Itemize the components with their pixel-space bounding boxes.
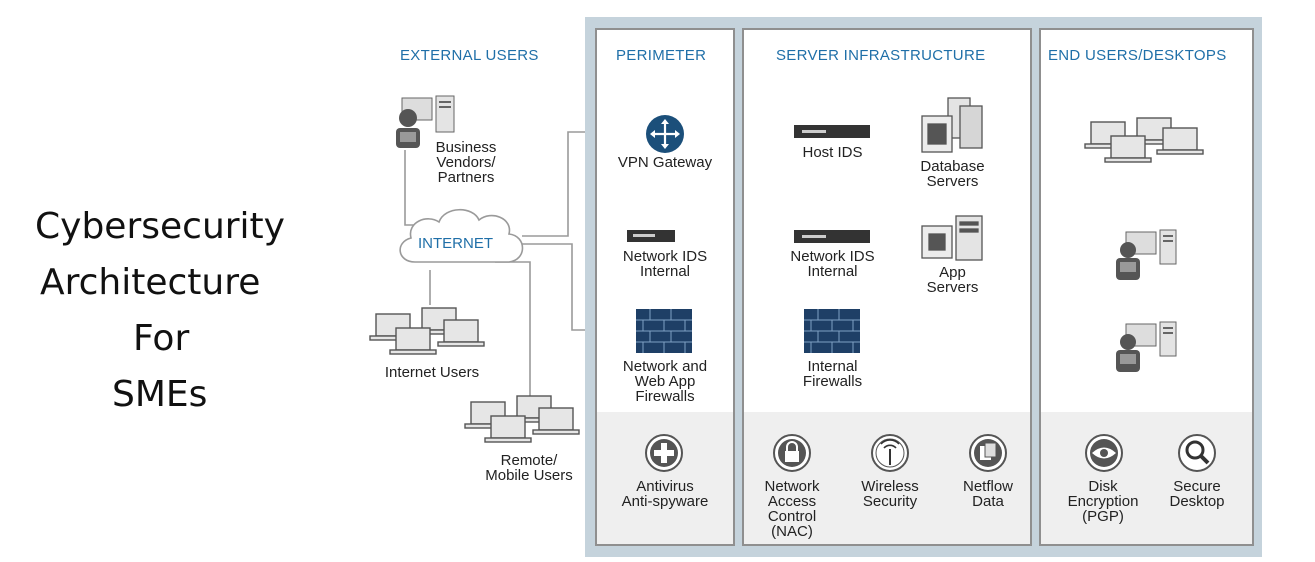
desktop-user-icon-2 (1116, 321, 1177, 372)
title-line-2: Architecture (40, 262, 261, 303)
netflow-data-icon (969, 434, 1007, 472)
remote-users-laptops-icon (464, 395, 580, 443)
internet-users-laptops-icon (369, 307, 485, 355)
antivirus-icon (645, 434, 683, 472)
nac-lock-icon (773, 434, 811, 472)
title-line-1: Cybersecurity (35, 206, 285, 247)
app-servers-icon (921, 215, 983, 261)
title-line-4: SMEs (112, 374, 208, 415)
header-perimeter: PERIMETER (616, 47, 707, 64)
desktops-group-icon (1084, 117, 1204, 163)
wireless-security-icon (871, 434, 909, 472)
secure-desktop-magnifier-icon (1178, 434, 1216, 472)
perimeter-firewall-icon (636, 309, 692, 353)
vpn-gateway-label: VPN Gateway (617, 154, 713, 171)
end-users-panel (1039, 28, 1254, 546)
perimeter-bottom-band (597, 412, 733, 544)
remote-users-label: Remote/Mobile Users (485, 452, 573, 484)
network-ids-server-icon (794, 230, 870, 243)
internet-cloud-icon (399, 208, 524, 263)
title-line-3: For (133, 318, 190, 359)
desktop-user-icon-1 (1116, 229, 1177, 280)
host-ids-label: Host IDS (802, 144, 863, 161)
internet-users-label: Internet Users (384, 364, 480, 381)
disk-encryption-eye-icon (1085, 434, 1123, 472)
header-server-infrastructure: SERVER INFRASTRUCTURE (776, 47, 986, 64)
internet-label: INTERNET (418, 235, 493, 252)
network-ids-perimeter-icon (627, 230, 675, 242)
end-users-bottom-band (1041, 412, 1252, 544)
header-end-users: END USERS/DESKTOPS (1048, 47, 1227, 64)
business-user-icon (396, 95, 455, 148)
host-ids-icon (794, 125, 870, 138)
server-bottom-band (744, 412, 1030, 544)
header-external-users: EXTERNAL USERS (400, 47, 539, 64)
database-servers-icon (921, 97, 983, 153)
vpn-gateway-icon (646, 115, 684, 153)
internal-firewalls-icon (804, 309, 860, 353)
